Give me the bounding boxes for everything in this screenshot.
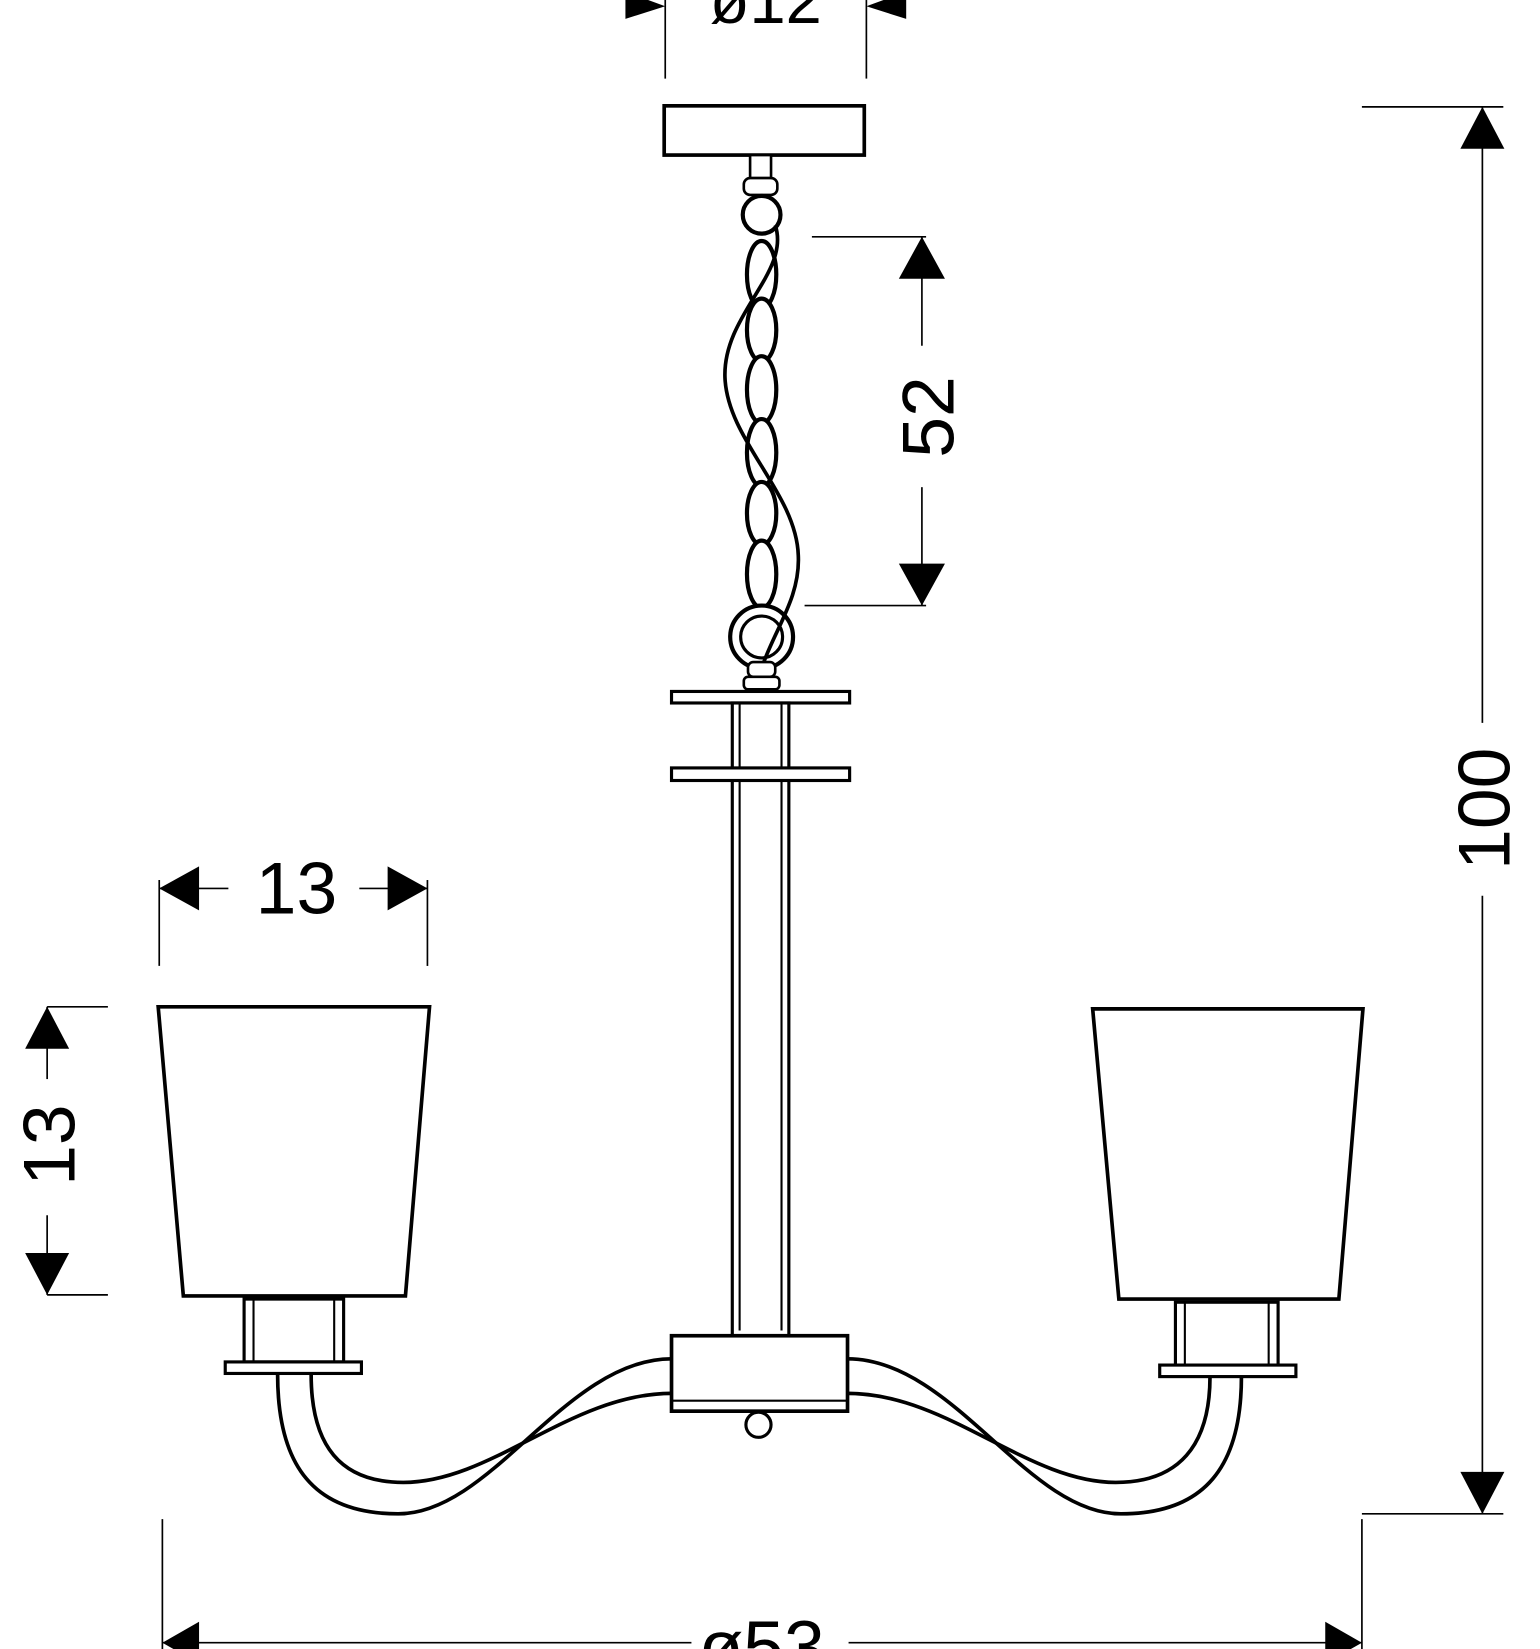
dimension-total-diameter: ø53 — [161, 1519, 1363, 1649]
label-shade-width: 13 — [256, 848, 338, 930]
dimension-shade-width: 13 — [158, 848, 429, 966]
label-shade-height: 13 — [8, 1104, 90, 1186]
lamp-right — [1090, 1007, 1365, 1379]
shade-right — [1090, 1007, 1365, 1301]
central-tube — [730, 701, 791, 1338]
dimension-canopy-diameter: ø12 — [625, 0, 907, 79]
label-total-diameter: ø53 — [698, 1606, 824, 1649]
shade-left — [156, 1004, 432, 1298]
dimension-chain-length: 52 — [804, 235, 969, 607]
dimension-total-height: 100 — [1361, 106, 1526, 1515]
label-canopy-diameter: ø12 — [710, 0, 822, 37]
chain — [723, 193, 801, 691]
label-chain-length: 52 — [887, 376, 969, 458]
arm-right — [847, 1356, 1244, 1516]
central-hub — [669, 1333, 850, 1413]
lower-plate — [669, 766, 852, 783]
upper-plate — [669, 689, 852, 705]
finial-ball — [744, 1410, 773, 1439]
ceiling-canopy — [662, 103, 867, 157]
arm-left — [275, 1356, 672, 1516]
lamp-left — [156, 1004, 432, 1376]
canopy-stem — [748, 153, 773, 180]
dimension-shade-height: 13 — [8, 1005, 108, 1296]
canopy-hook — [742, 176, 779, 197]
label-total-height: 100 — [1444, 748, 1526, 870]
